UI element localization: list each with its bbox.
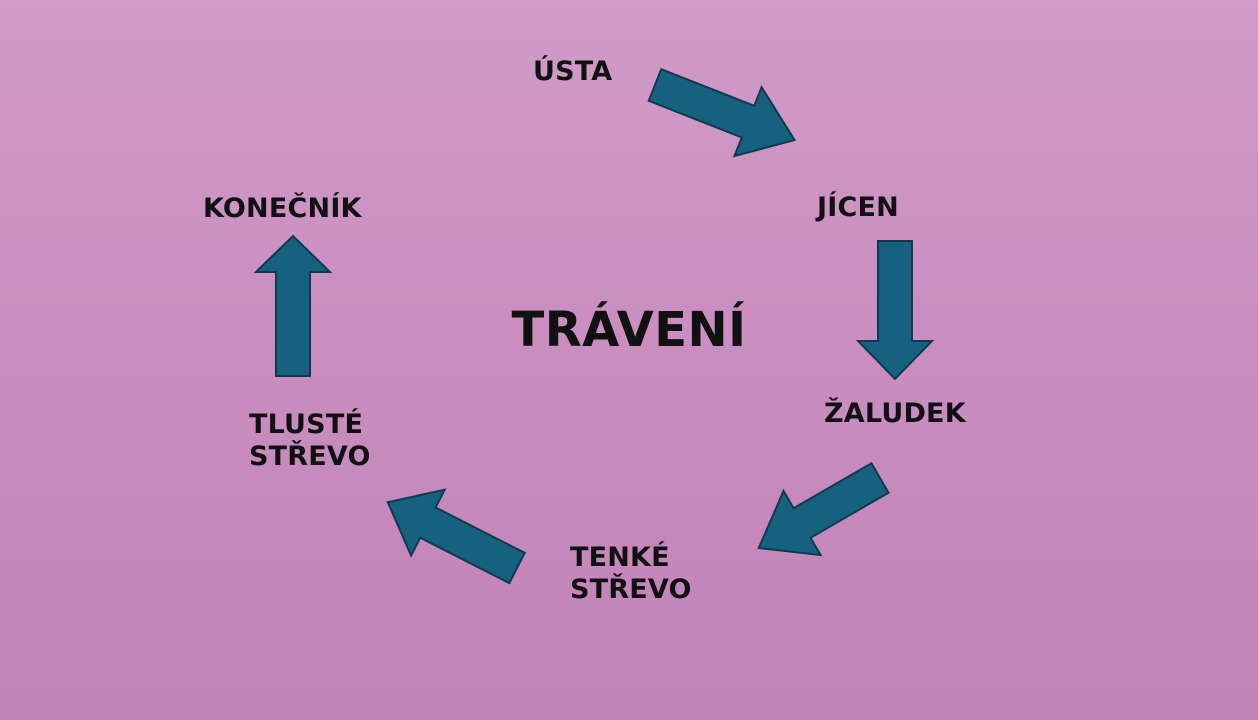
node-tenke-strevo: TENKÉ STŘEVO	[570, 542, 692, 606]
node-usta: ÚSTA	[533, 56, 612, 88]
arrow-jicen-to-zaludek-icon	[855, 240, 935, 381]
node-tluste-strevo: TLUSTÉ STŘEVO	[249, 409, 371, 473]
arrow-usta-to-jicen-icon	[647, 67, 797, 158]
diagram-title: TRÁVENÍ	[511, 302, 747, 358]
node-tenke-strevo-line1: TENKÉ	[570, 542, 670, 573]
node-tluste-strevo-line1: TLUSTÉ	[249, 409, 364, 440]
node-konecnik-label: KONEČNÍK	[203, 193, 362, 224]
node-jicen-label: JÍCEN	[817, 192, 899, 223]
node-zaludek-label: ŽALUDEK	[824, 398, 966, 429]
arrow-tenke-to-tluste-strevo-icon	[386, 488, 527, 585]
node-tenke-strevo-line2: STŘEVO	[570, 574, 692, 605]
node-jicen: JÍCEN	[817, 192, 899, 224]
arrow-tluste-strevo-to-konecnik-icon	[253, 234, 333, 377]
arrow-zaludek-to-tenke-strevo-icon	[757, 461, 890, 557]
node-usta-label: ÚSTA	[533, 56, 613, 87]
node-zaludek: ŽALUDEK	[824, 398, 966, 430]
node-konecnik: KONEČNÍK	[203, 193, 362, 225]
node-tluste-strevo-line2: STŘEVO	[249, 441, 371, 472]
